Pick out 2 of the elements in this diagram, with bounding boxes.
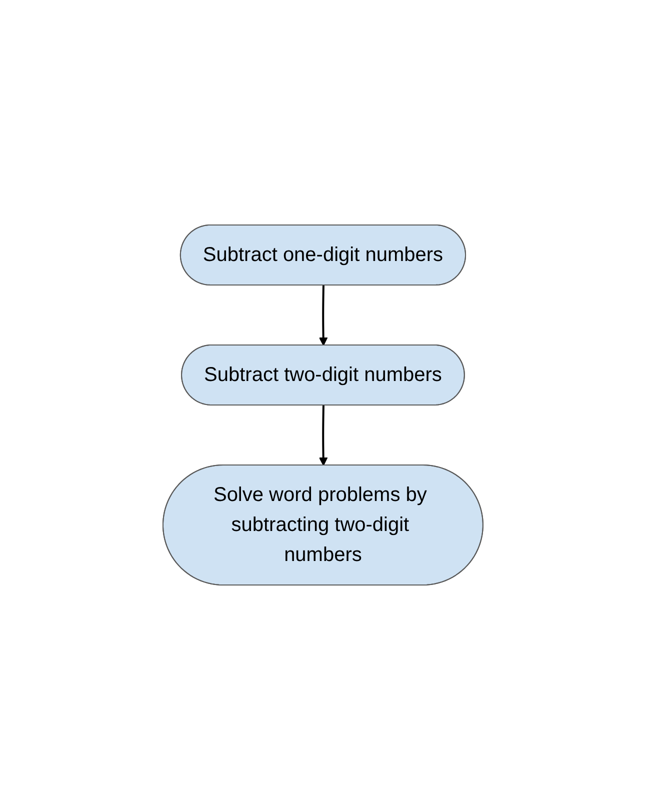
arrow (318, 284, 328, 346)
arrow (318, 404, 328, 466)
